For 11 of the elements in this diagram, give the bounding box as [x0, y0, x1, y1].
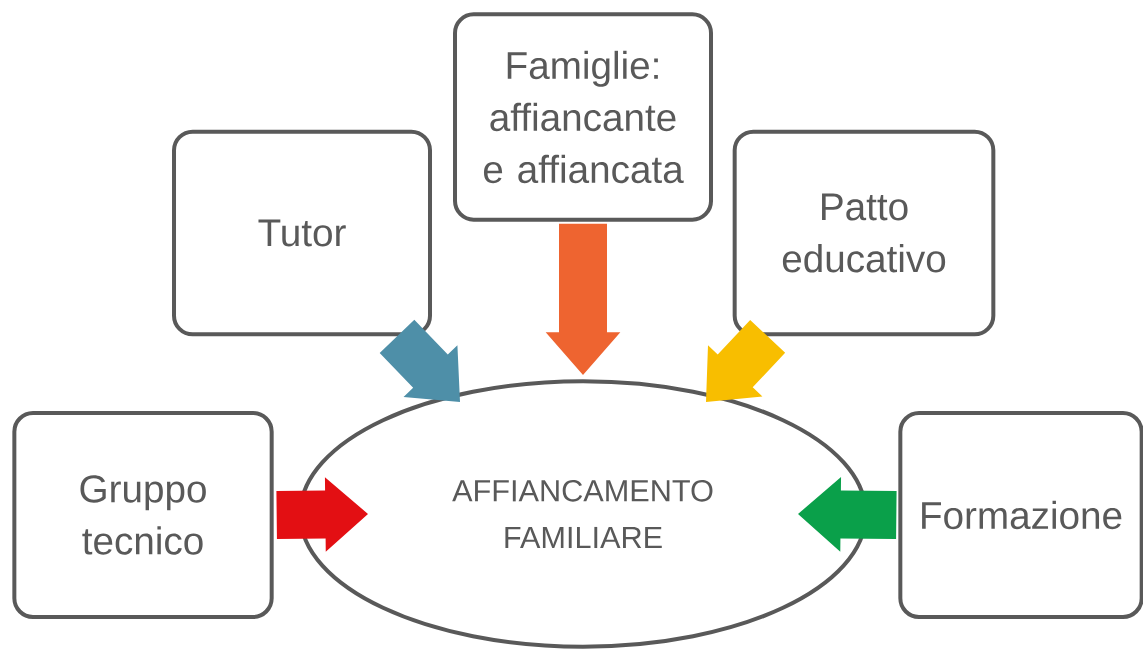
- rounded-box: Famiglie: affiancante e affiancata: [453, 12, 713, 222]
- rounded-box: Formazione: [898, 411, 1143, 619]
- block-arrow: [379, 319, 460, 402]
- rounded-box: Gruppo tecnico: [12, 411, 274, 619]
- block-arrow: [706, 319, 786, 402]
- block-arrow: [276, 477, 368, 552]
- rounded-box: Tutor: [172, 129, 432, 337]
- block-arrow: [798, 477, 897, 552]
- rounded-box: Patto educativo: [732, 129, 996, 337]
- ellipse-node: AFFIANCAMENTO FAMILIARE: [298, 379, 868, 649]
- block-arrow: [545, 223, 621, 375]
